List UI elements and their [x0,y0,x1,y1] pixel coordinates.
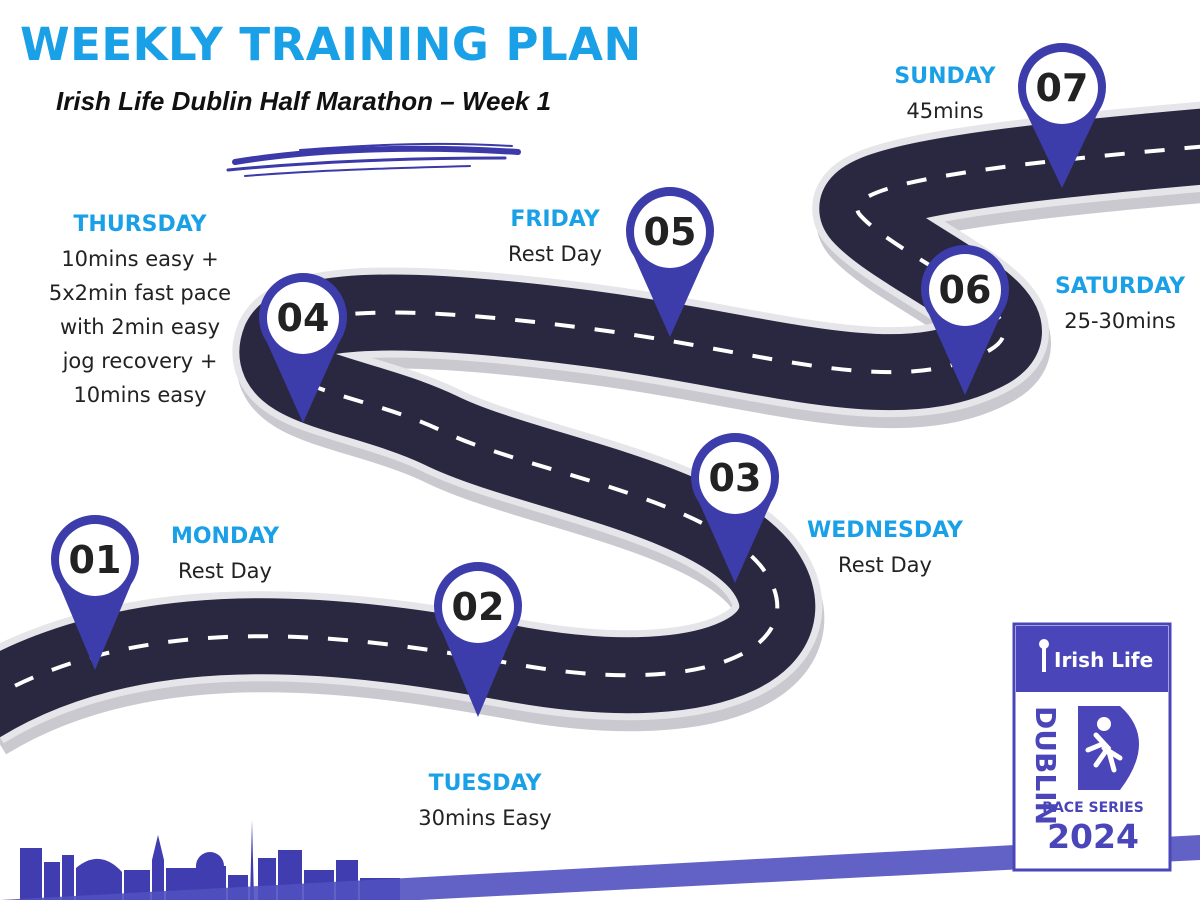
pin-number: 04 [277,296,330,340]
day-label-monday: MONDAY Rest Day [150,520,300,588]
day-label-friday: FRIDAY Rest Day [480,203,630,271]
pin-number: 01 [69,538,122,582]
day-name: FRIDAY [510,207,600,232]
brush-stroke [226,142,521,177]
logo-year: 2024 [1047,817,1139,856]
day-label-wednesday: WEDNESDAY Rest Day [790,514,980,582]
pin-number: 05 [644,210,697,254]
day-name: TUESDAY [428,771,542,796]
map-pin-01: 01 [51,515,140,670]
day-detail: 5x2min fast pace [48,281,232,305]
page-subtitle: Irish Life Dublin Half Marathon – Week 1 [56,86,552,116]
map-pin-03: 03 [691,433,779,583]
irish-life-tree-icon [1039,639,1049,672]
pin-number: 06 [939,268,992,312]
logo-event: DUBLIN [1029,706,1062,825]
day-label-tuesday: TUESDAY 30mins Easy [385,767,585,835]
pin-number: 02 [452,585,505,629]
day-name: MONDAY [170,524,280,549]
page-title: WEEKLY TRAINING PLAN [20,18,642,71]
day-detail: 30mins Easy [418,806,552,830]
pin-number: 07 [1036,66,1089,110]
map-pin-04: 04 [259,273,347,423]
day-label-sunday: SUNDAY 45mins [870,60,1020,128]
logo-series: RACE SERIES [1042,800,1144,816]
day-detail: 25-30mins [1064,309,1176,333]
day-detail: Rest Day [838,553,932,577]
day-label-thursday: THURSDAY 10mins easy + 5x2min fast pace … [30,208,250,412]
race-series-logo: Irish Life DUBLIN RACE SERIES 2024 [1012,622,1172,872]
pins-layer: 01 02 03 04 05 06 07 [51,43,1106,717]
dublin-skyline-icon [0,820,1200,900]
map-pin-06: 06 [921,245,1010,395]
map-pin-07: 07 [1017,43,1106,188]
day-name: SUNDAY [894,64,996,89]
day-detail: 45mins [906,99,984,123]
day-detail: Rest Day [178,559,272,583]
day-label-saturday: SATURDAY 25-30mins [1040,270,1200,338]
pin-number: 03 [709,456,762,500]
day-detail: jog recovery + [62,349,218,373]
day-detail: with 2min easy [59,315,221,339]
day-name: WEDNESDAY [807,518,963,543]
day-name: THURSDAY [73,212,207,237]
day-name: SATURDAY [1054,274,1186,299]
map-pin-05: 05 [626,187,714,337]
logo-brand: Irish Life [1054,648,1153,672]
day-detail: 10mins easy + [61,247,219,271]
map-pin-02: 02 [434,562,522,717]
day-detail: 10mins easy [73,383,207,407]
day-detail: Rest Day [508,242,602,266]
runner-icon [1078,706,1139,790]
